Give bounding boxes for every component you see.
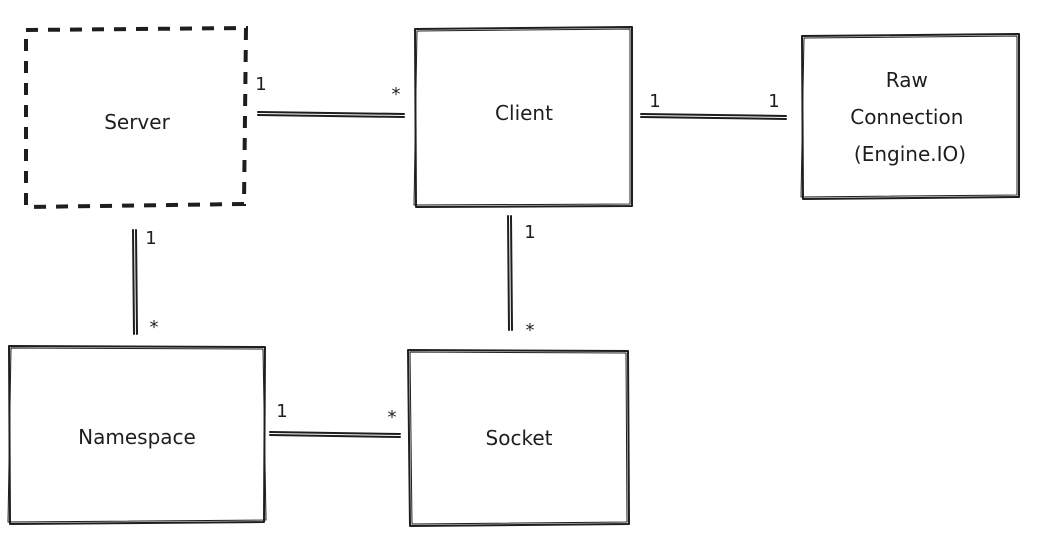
client-box-sketch bbox=[413, 28, 631, 206]
raw-connection-label: Raw Connection (Engine.IO) bbox=[850, 68, 970, 166]
edge-server-namespace-to-mult: * bbox=[150, 317, 159, 338]
raw-connection-node: Raw Connection (Engine.IO) bbox=[800, 33, 1020, 200]
socket-node: Socket bbox=[407, 349, 630, 527]
edge-server-client-line bbox=[257, 111, 405, 118]
client-node: Client bbox=[413, 26, 633, 208]
edge-server-namespace: 1 * bbox=[132, 228, 159, 338]
raw-connection-label-line-1: Raw bbox=[886, 68, 928, 92]
server-node: Server bbox=[24, 25, 249, 210]
raw-connection-box bbox=[801, 33, 1020, 200]
edge-client-socket-line bbox=[507, 215, 513, 331]
socket-box bbox=[407, 349, 630, 527]
edge-namespace-socket: 1 * bbox=[269, 401, 401, 438]
edge-namespace-socket-line bbox=[269, 431, 401, 438]
edge-namespace-socket-to-mult: * bbox=[388, 407, 397, 428]
edge-client-raw-to-mult: 1 bbox=[768, 91, 779, 112]
namespace-node: Namespace bbox=[7, 345, 267, 525]
edge-server-client: 1 * bbox=[255, 74, 405, 118]
client-box bbox=[414, 26, 633, 208]
edge-client-socket: 1 * bbox=[507, 215, 536, 341]
edge-client-socket-from-mult: 1 bbox=[524, 222, 535, 243]
edge-client-socket-to-mult: * bbox=[526, 320, 535, 341]
edge-server-client-to-mult: * bbox=[392, 84, 401, 105]
edge-namespace-socket-from-mult: 1 bbox=[276, 401, 287, 422]
raw-connection-label-line-3: (Engine.IO) bbox=[854, 142, 966, 166]
edge-client-raw-from-mult: 1 bbox=[649, 91, 660, 112]
edge-client-raw-line bbox=[640, 113, 787, 120]
socket-label: Socket bbox=[486, 426, 553, 450]
socket-box-sketch bbox=[409, 351, 628, 525]
edge-server-namespace-from-mult: 1 bbox=[145, 228, 156, 249]
raw-connection-box-sketch bbox=[800, 35, 1018, 198]
client-label: Client bbox=[495, 101, 553, 125]
namespace-label: Namespace bbox=[78, 425, 196, 449]
edge-server-namespace-line bbox=[132, 229, 138, 335]
namespace-box-sketch bbox=[7, 347, 267, 523]
namespace-box bbox=[8, 345, 266, 525]
server-box bbox=[24, 25, 249, 210]
server-label: Server bbox=[104, 110, 170, 134]
raw-connection-label-line-2: Connection bbox=[850, 105, 963, 129]
edge-client-raw-connection: 1 1 bbox=[640, 91, 787, 120]
edge-server-client-from-mult: 1 bbox=[255, 74, 266, 95]
